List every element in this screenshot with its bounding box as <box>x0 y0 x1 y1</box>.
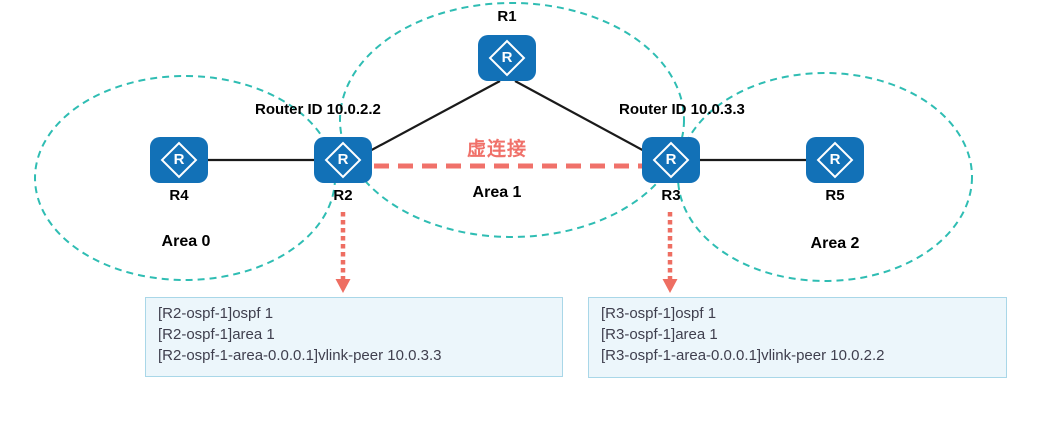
area-1-label: Area 1 <box>472 184 522 201</box>
router-label-r4: R4 <box>169 187 189 204</box>
router-glyph: R <box>337 150 349 168</box>
router-id-r3-label: Router ID 10.0.3.3 <box>619 101 745 118</box>
router-icon-r5: R <box>806 137 864 183</box>
r3-config-box: [R3-ospf-1]ospf 1 [R3-ospf-1]area 1 [R3-… <box>588 297 1007 378</box>
router-icon-r1: R <box>478 35 536 81</box>
area-2-label: Area 2 <box>810 235 860 252</box>
router-glyph: R <box>501 48 513 66</box>
router-label-r2: R2 <box>333 187 353 204</box>
config-line: [R3-ospf-1]area 1 <box>601 326 718 343</box>
virtual-link-label: 虚连接 <box>466 139 527 160</box>
link-r1-r2 <box>365 80 501 154</box>
config-line: [R3-ospf-1-area-0.0.0.1]vlink-peer 10.0.… <box>601 347 885 364</box>
config-line: [R2-ospf-1]ospf 1 <box>158 305 274 322</box>
router-icon-r2: R <box>314 137 372 183</box>
config-line: [R2-ospf-1-area-0.0.0.1]vlink-peer 10.0.… <box>158 347 442 364</box>
r2-config-arrowhead <box>335 279 351 293</box>
router-label-r3: R3 <box>661 187 681 204</box>
r2-config-box: [R2-ospf-1]ospf 1 [R2-ospf-1]area 1 [R2-… <box>145 297 563 377</box>
router-label-r1: R1 <box>497 8 517 25</box>
router-label-r5: R5 <box>825 187 845 204</box>
config-line: [R2-ospf-1]area 1 <box>158 326 275 343</box>
router-glyph: R <box>173 150 185 168</box>
router-glyph: R <box>829 150 841 168</box>
area-1-ellipse <box>339 2 685 238</box>
link-r1-r3 <box>514 80 649 154</box>
area-0-label: Area 0 <box>161 233 211 250</box>
router-glyph: R <box>665 150 677 168</box>
router-icon-r3: R <box>642 137 700 183</box>
config-line: [R3-ospf-1]ospf 1 <box>601 305 717 322</box>
router-icon-r4: R <box>150 137 208 183</box>
r3-config-arrowhead <box>662 279 678 293</box>
router-id-r2-label: Router ID 10.0.2.2 <box>255 101 381 118</box>
